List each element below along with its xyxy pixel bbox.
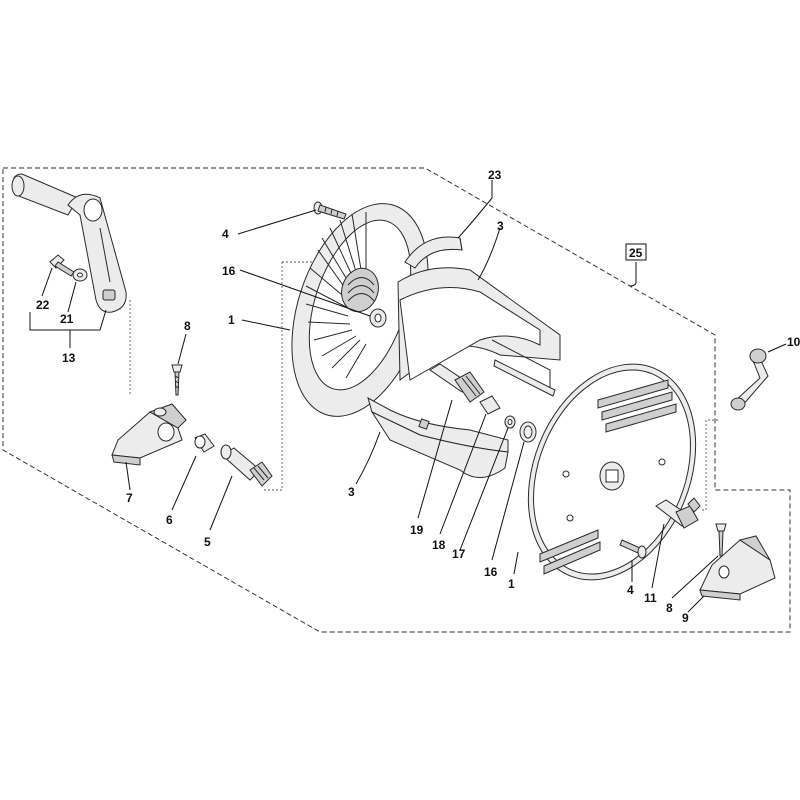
callout-16-top: 16 [222, 264, 236, 278]
callout-4-top: 4 [222, 227, 229, 241]
hose-fitting-part-10 [730, 348, 769, 411]
callout-3-top: 3 [497, 219, 504, 233]
callout-16-bottom: 16 [484, 565, 498, 579]
callout-18: 18 [432, 538, 446, 552]
callout-5: 5 [204, 535, 211, 549]
callout-8-right: 8 [666, 601, 673, 615]
assembly-boundary [2, 167, 791, 633]
callout-13: 13 [62, 351, 76, 365]
screw-part-22 [49, 254, 75, 277]
callout-10: 10 [787, 335, 800, 349]
callout-6: 6 [166, 513, 173, 527]
drum-body-part-3 [397, 267, 561, 397]
callout-21: 21 [60, 312, 74, 326]
screw-part-8-right [715, 523, 727, 557]
callout-1-bottom: 1 [508, 577, 515, 591]
bracket-part-7 [111, 403, 187, 466]
right-flange-part-1 [527, 363, 697, 581]
crank-handle [11, 173, 127, 313]
callout-19: 19 [410, 523, 424, 537]
screw-part-8-left [171, 364, 183, 396]
alignment-line-right [700, 419, 718, 511]
oring-part-17 [504, 415, 516, 429]
leader-lines [29, 180, 787, 613]
callout-4-bottom: 4 [627, 583, 634, 597]
washer-part-16-top [369, 308, 387, 328]
callout-box-25 [625, 243, 647, 261]
screw-part-4-top [313, 201, 347, 220]
hose-part-23 [404, 236, 463, 269]
callout-3-bottom: 3 [348, 485, 355, 499]
bushing-part-6 [194, 433, 215, 453]
coupling-part-19 [429, 363, 485, 403]
callout-8-left: 8 [184, 319, 191, 333]
callout-7: 7 [126, 491, 133, 505]
screw-part-4-bottom [619, 539, 647, 559]
callout-9: 9 [682, 611, 689, 625]
shaft-part-5 [220, 444, 273, 487]
callout-17: 17 [452, 547, 466, 561]
callout-11: 11 [644, 591, 657, 605]
elbow-fitting-part-11 [655, 497, 701, 529]
drum-trough-part-3 [367, 396, 509, 478]
washer-part-21 [72, 268, 88, 282]
callout-23: 23 [488, 168, 502, 182]
callout-25: 25 [629, 246, 643, 260]
bracket-part-9 [699, 535, 776, 601]
nut-part-18 [479, 395, 501, 415]
callout-22: 22 [36, 298, 50, 312]
seal-part-16-bottom [519, 421, 537, 443]
left-flange-part-1 [291, 203, 429, 417]
callout-1-left: 1 [228, 313, 235, 327]
